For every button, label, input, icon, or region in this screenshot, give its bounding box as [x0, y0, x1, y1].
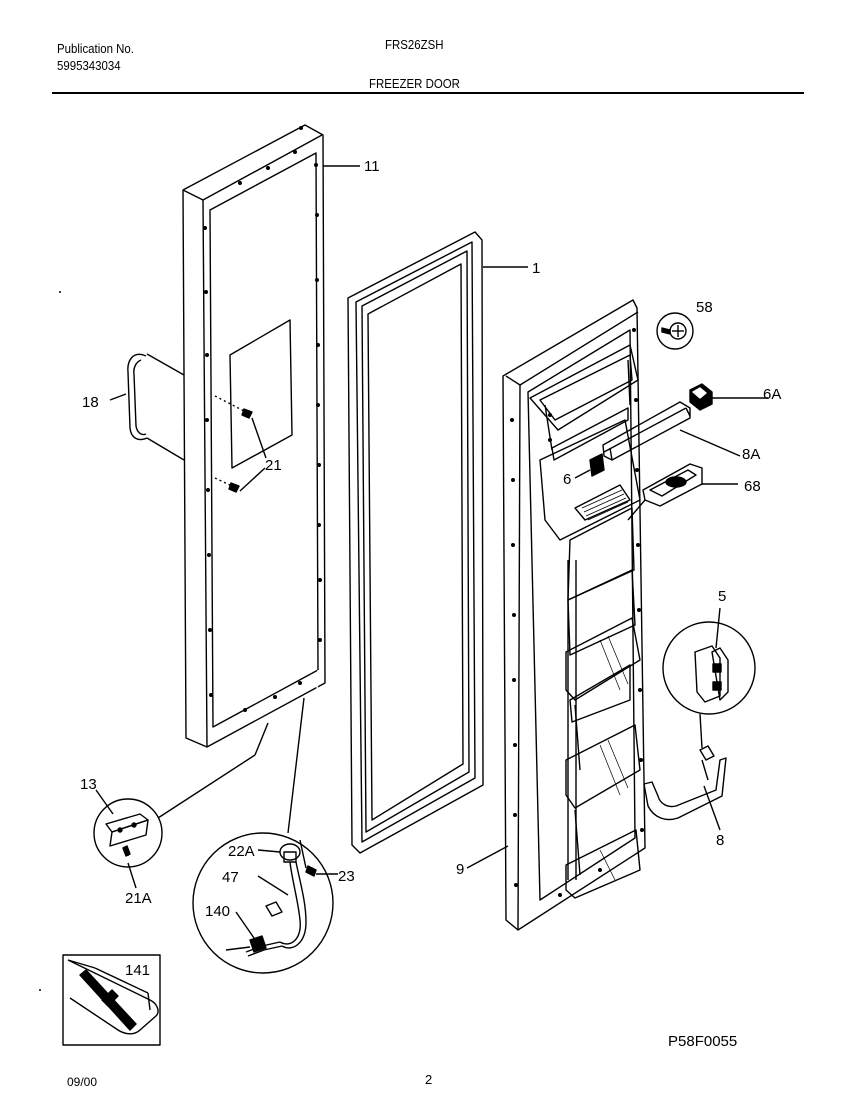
hinge-13-detail [93, 722, 269, 889]
callout-58: 58 [696, 299, 713, 316]
inner-door-liner [502, 299, 646, 931]
header-divider [52, 92, 804, 94]
callout-6: 6 [563, 471, 571, 488]
callout-23: 23 [338, 868, 355, 885]
part-5-detail [662, 607, 756, 749]
touch-up-kit-141 [62, 954, 161, 1046]
part-6 [574, 453, 605, 479]
callout-18: 18 [82, 394, 99, 411]
margin-marks [39, 291, 61, 991]
publication-number: 5995343034 [57, 58, 121, 73]
callout-9: 9 [456, 861, 464, 878]
callout-labels: 11 1 18 21 58 6A 8A 6 68 5 8 9 13 21A 22… [80, 158, 781, 979]
drawing-id: P58F0055 [668, 1033, 738, 1050]
callout-141: 141 [125, 962, 150, 979]
bracket-8 [643, 745, 727, 831]
handle-screws [214, 395, 267, 493]
outer-door-panel [182, 124, 326, 748]
publication-label: Publication No. [57, 41, 134, 56]
screw-58-detail [656, 312, 694, 350]
bar-8a [602, 401, 741, 461]
callout-13: 13 [80, 776, 97, 793]
door-handle [127, 353, 185, 461]
leader-lines [109, 165, 528, 869]
callout-68: 68 [744, 478, 761, 495]
callout-11: 11 [364, 158, 380, 175]
clip-6a [689, 383, 768, 411]
wire-harness-detail [192, 669, 338, 974]
callout-22a: 22A [228, 843, 255, 860]
page-number: 2 [425, 1072, 433, 1087]
callout-8: 8 [716, 832, 724, 849]
dispenser-cover-68 [627, 463, 738, 521]
callout-1: 1 [532, 260, 540, 277]
footer-date: 09/00 [67, 1075, 98, 1089]
model-number: FRS26ZSH [385, 37, 444, 52]
callout-21: 21 [265, 457, 282, 474]
callout-6a: 6A [763, 386, 781, 403]
section-title: FREEZER DOOR [369, 76, 460, 91]
callout-21a: 21A [125, 890, 152, 907]
callout-5: 5 [718, 588, 726, 605]
callout-140: 140 [205, 903, 230, 920]
callout-8a: 8A [742, 446, 760, 463]
callout-47: 47 [222, 869, 239, 886]
door-gasket [347, 231, 484, 854]
